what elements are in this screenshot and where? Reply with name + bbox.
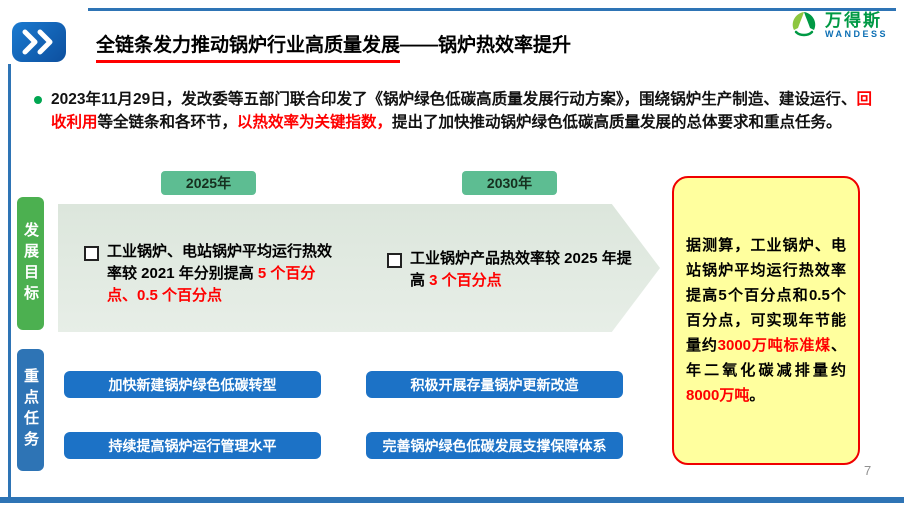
logo-name-cn: 万得斯 [824,10,882,30]
estimate-seg: 。 [749,387,765,404]
estimate-seg: 据测算，工业锅炉、电站锅炉平均运行热效率提高5个百分点和0.5个百分点，可实现年… [686,237,846,354]
goal-item-2025: 工业锅炉、电站锅炉平均运行热效率较 2021 年分别提高 5 个百分点、0.5 … [84,241,342,307]
milestone-year-2025: 2025年 [161,171,256,195]
task-item-3: 持续提高锅炉运行管理水平 [64,432,321,459]
wandess-logo-icon [788,8,820,43]
goal-seg-red: 3 个百分点 [429,272,502,289]
wandess-logo-text: 万得斯 WANDESS [825,12,888,39]
bullet-dot-icon [34,96,42,104]
estimate-text: 据测算，工业锅炉、电站锅炉平均运行热效率提高5个百分点和0.5个百分点，可实现年… [686,233,846,408]
development-goals-label: 发展目标 [17,197,44,330]
goal-item-2030-text: 工业锅炉产品热效率较 2025 年提高 3 个百分点 [410,248,633,292]
wandess-logo: 万得斯 WANDESS [788,8,888,43]
estimate-seg: 、年二氧化碳减排量约 [686,337,846,379]
intro-text: 2023年11月29日，发改委等五部门联合印发了《锅炉绿色低碳高质量发展行动方案… [51,88,872,134]
page-number: 7 [864,463,872,478]
intro-paragraph: 2023年11月29日，发改委等五部门联合印发了《锅炉绿色低碳高质量发展行动方案… [34,88,872,134]
intro-seg: 等全链条和各环节， [97,114,238,131]
goal-item-2025-text: 工业锅炉、电站锅炉平均运行热效率较 2021 年分别提高 5 个百分点、0.5 … [107,241,342,307]
page-title: 全链条发力推动锅炉行业高质量发展——锅炉热效率提升 [96,30,572,63]
goal-seg: 工业锅炉、电站锅炉平均运行热效率较 2021 年分别提高 [107,243,333,282]
page-title-suffix: ——锅炉热效率提升 [400,35,572,56]
estimate-seg-red: 8000万吨 [686,387,750,404]
estimate-callout-box: 据测算，工业锅炉、电站锅炉平均运行热效率提高5个百分点和0.5个百分点，可实现年… [672,176,860,465]
checkbox-bullet-icon [84,246,99,261]
task-item-1: 加快新建锅炉绿色低碳转型 [64,371,321,398]
task-item-4: 完善锅炉绿色低碳发展支撑保障体系 [366,432,623,459]
task-item-2: 积极开展存量锅炉更新改造 [366,371,623,398]
intro-seg-red: 以热效率为关键指数， [237,114,393,131]
top-border-line [88,8,896,11]
left-border-line [8,64,11,497]
intro-seg: 提出了加快推动锅炉绿色低碳高质量发展的总体要求和重点任务。 [392,114,842,131]
intro-seg: 2023年11月29日，发改委等五部门联合印发了《锅炉绿色低碳高质量发展行动方案… [51,91,857,108]
logo-name-en: WANDESS [824,28,888,39]
key-tasks-label: 重点任务 [17,349,44,471]
estimate-seg-red: 3000万吨标准煤 [717,337,831,354]
milestone-year-2030: 2030年 [462,171,557,195]
bottom-border-bar [0,497,904,503]
double-chevron-icon [12,22,66,62]
page-title-main: 全链条发力推动锅炉行业高质量发展 [96,35,401,63]
intro-seg-red: 回收利用 [51,91,872,131]
checkbox-bullet-icon [387,253,402,268]
timeline-arrow-shape [58,204,660,332]
goal-item-2030: 工业锅炉产品热效率较 2025 年提高 3 个百分点 [387,248,633,292]
goal-seg-red: 5 个百分点、0.5 个百分点 [107,265,316,304]
goal-seg: 工业锅炉产品热效率较 2025 年提高 [410,250,632,289]
